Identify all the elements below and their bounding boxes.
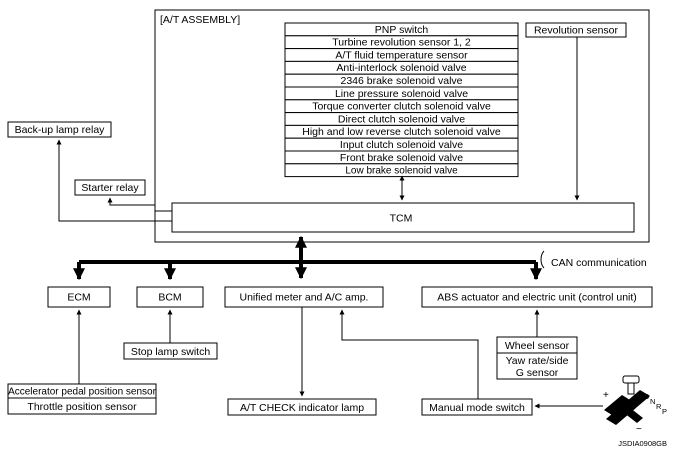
at-check-lamp-label: A/T CHECK indicator lamp [240, 402, 364, 414]
starter-relay-box [74, 179, 146, 196]
shifter-gear-r: R [656, 402, 662, 411]
bcm-box [136, 286, 204, 308]
at-check-lamp-box [227, 398, 377, 416]
shifter-gear-n: N [650, 397, 655, 406]
throttle-sensor-box [7, 397, 157, 415]
component-label: PNP switch [375, 24, 429, 36]
revolution-sensor-box [525, 22, 627, 38]
manual-mode-switch-label: Manual mode switch [429, 402, 525, 414]
unified-meter-box [224, 286, 384, 308]
wheel-sensor-label: Wheel sensor [505, 340, 570, 352]
backup-lamp-connector [56, 139, 172, 222]
throttle-sensor-label: Throttle position sensor [27, 401, 137, 413]
component-label: Low brake solenoid valve [345, 166, 458, 177]
abs-unit-label: ABS actuator and electric unit (control … [437, 292, 637, 304]
at-assembly-label: [A/T ASSEMBLY] [160, 14, 240, 26]
starter-relay-label: Starter relay [81, 182, 139, 194]
yaw-rate-sensor-box [496, 352, 578, 380]
tcm-label: TCM [390, 213, 413, 225]
manual-mode-switch-box [421, 398, 533, 416]
backup-lamp-relay-box [7, 121, 112, 138]
abs-unit-box [421, 286, 653, 308]
shifter-minus-label: − [636, 424, 642, 435]
figure-code: JSDIA0908GB [618, 439, 667, 448]
yaw-rate-sensor-label-2: G sensor [516, 367, 559, 379]
component-label: Direct clutch solenoid valve [338, 113, 465, 125]
component-label: Turbine revolution sensor 1, 2 [332, 37, 471, 49]
manual-mode-meter-connector [339, 309, 479, 399]
component-label: 2346 brake solenoid valve [340, 75, 462, 87]
component-label: A/T fluid temperature sensor [335, 49, 468, 61]
component-label: Line pressure solenoid valve [335, 88, 468, 100]
component-label: High and low reverse clutch solenoid val… [302, 126, 501, 138]
accelerator-sensor-label: Accelerator pedal position sensor [8, 387, 157, 398]
component-label: Input clutch solenoid valve [340, 139, 463, 151]
starter-relay-connector [107, 197, 172, 212]
yaw-rate-sensor-label-1: Yaw rate/side [506, 355, 569, 367]
unified-meter-label: Unified meter and A/C amp. [240, 292, 369, 304]
ecm-box [47, 286, 111, 308]
shifter-gear-p: P [662, 407, 667, 416]
can-communication-label: CAN communication [551, 257, 647, 269]
component-label: Torque converter clutch solenoid valve [312, 101, 491, 113]
revolution-sensor-label: Revolution sensor [534, 25, 619, 37]
tcm-box [171, 202, 635, 233]
shifter-plus-label: + [603, 390, 609, 401]
component-label: Front brake solenoid valve [340, 152, 463, 164]
stop-lamp-switch-label: Stop lamp switch [131, 346, 211, 358]
component-label: Anti-interlock solenoid valve [336, 62, 466, 74]
backup-lamp-relay-label: Back-up lamp relay [15, 124, 106, 136]
bcm-label: BCM [158, 292, 181, 304]
shift-lever-icon: + − D N R P [603, 375, 667, 435]
ecm-label: ECM [67, 292, 90, 304]
can-label-bracket [540, 250, 545, 269]
shifter-gear-d: D [644, 392, 650, 401]
